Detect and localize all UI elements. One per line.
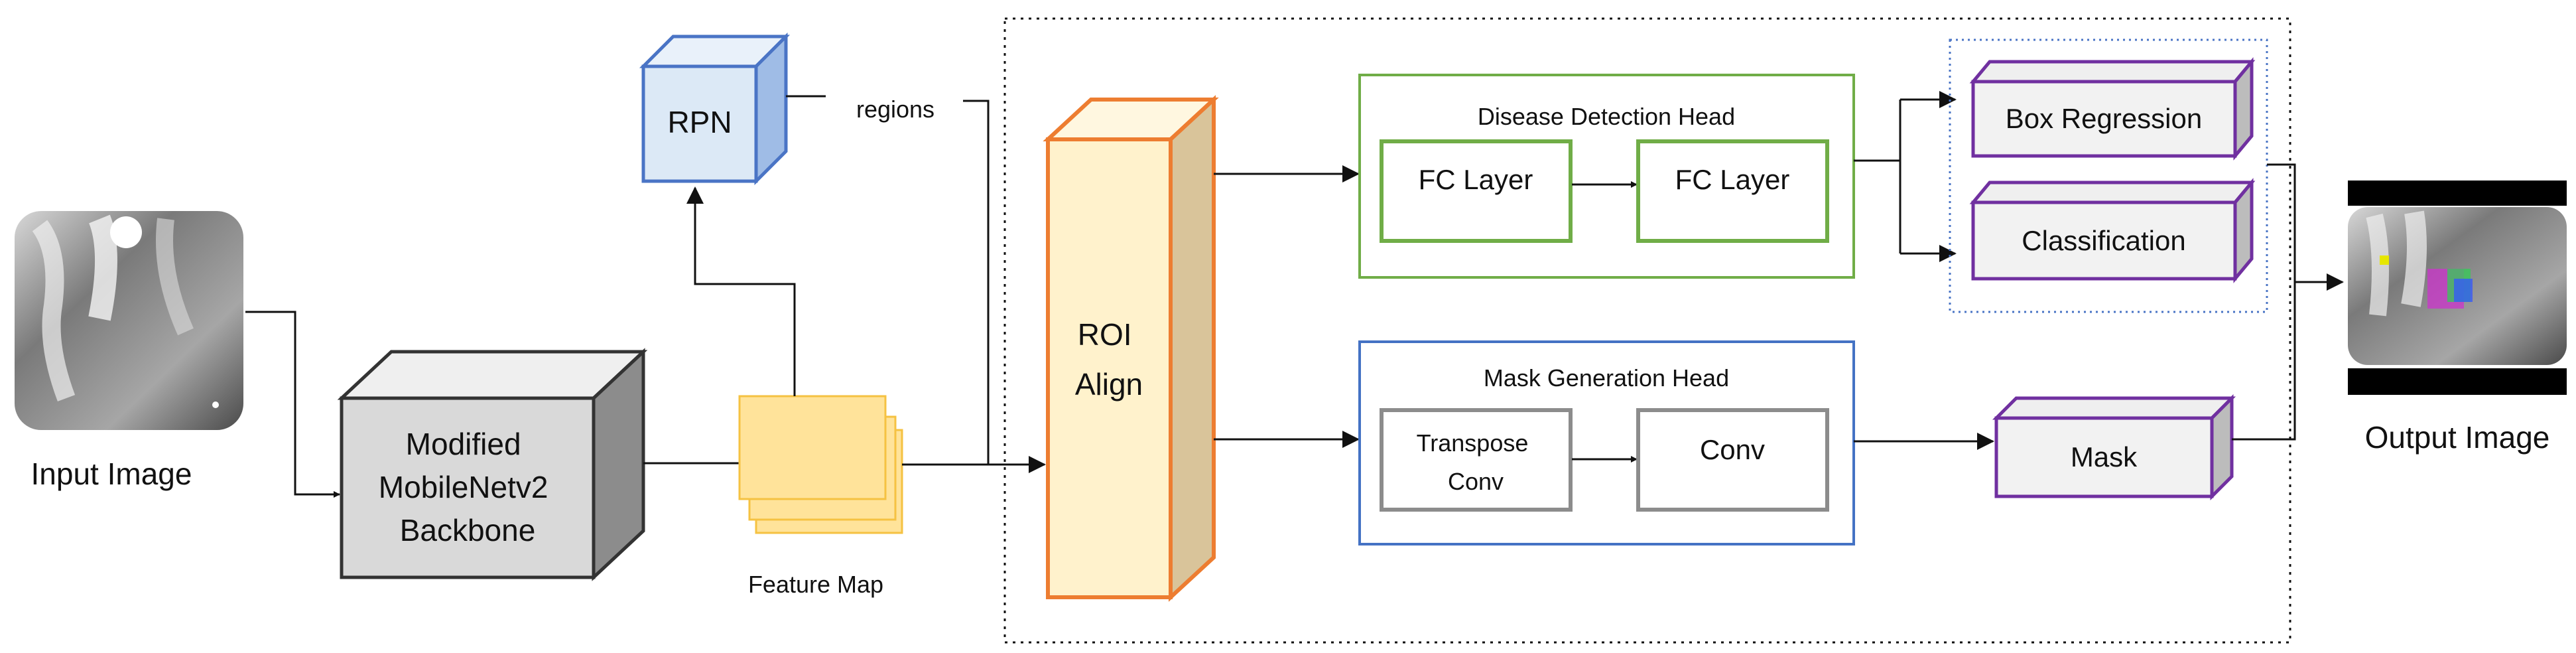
- fc-layer-2-label: FC Layer: [1675, 164, 1790, 195]
- rpn-label: RPN: [667, 105, 732, 139]
- detection-head-title: Disease Detection Head: [1478, 103, 1735, 130]
- output-image-label: Output Image: [2365, 420, 2550, 455]
- input-image-label: Input Image: [31, 457, 192, 491]
- regions-label: regions: [856, 96, 934, 123]
- backbone-block: [337, 348, 648, 581]
- input-to-backbone-arrow: [245, 311, 340, 498]
- classification-label: Classification: [2022, 225, 2185, 256]
- transpose-conv-label: Transpose Conv: [1417, 429, 1535, 495]
- roi-align-block: [1043, 95, 1219, 602]
- mask-block: [1992, 394, 2236, 501]
- feature-to-rpn-arrow: [686, 186, 796, 396]
- box-regression-label: Box Regression: [2006, 103, 2202, 134]
- conv-label: Conv: [1700, 434, 1765, 465]
- backbone-label: Modified MobileNetv2 Backbone: [379, 427, 556, 547]
- transpose-conv-box: [1380, 408, 1573, 512]
- fc-layer-1-label: FC Layer: [1419, 164, 1533, 195]
- detection-output-frame: [1949, 38, 2268, 313]
- box-regression-block: [1969, 57, 2256, 161]
- feature-map-label: Feature Map: [748, 571, 883, 598]
- outputs-to-output-image-arrow: [2232, 273, 2344, 441]
- mask-label: Mask: [2071, 441, 2138, 472]
- regions-line: [963, 100, 990, 465]
- classification-block: [1969, 178, 2256, 283]
- rpn-block: [639, 32, 791, 186]
- feature-map-stack: [738, 395, 903, 534]
- roi-align-label: ROI Align: [1075, 317, 1143, 401]
- fc-layer-2-box: [1636, 139, 1829, 243]
- output-xray-image: [2348, 181, 2567, 395]
- input-xray-image: [15, 211, 243, 430]
- detection-to-output-line: [2267, 163, 2296, 282]
- mask-head-title: Mask Generation Head: [1484, 364, 1729, 392]
- fc-layer-1-box: [1380, 139, 1573, 243]
- conv-box: [1636, 408, 1829, 512]
